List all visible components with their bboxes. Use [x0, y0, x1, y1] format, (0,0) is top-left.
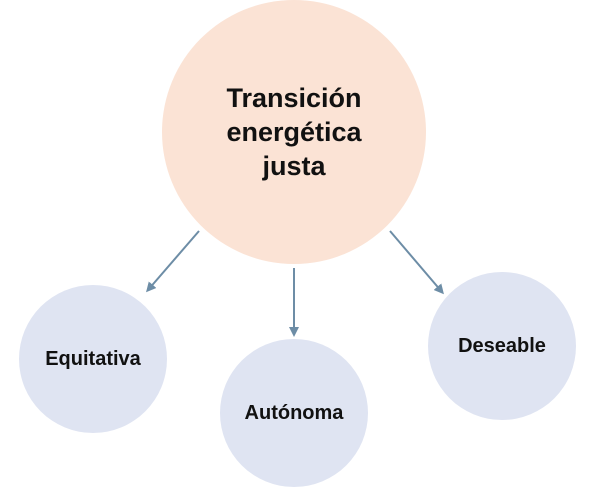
arrow-to-equitativa [146, 230, 200, 293]
child-label-deseable: Deseable [458, 334, 546, 357]
child-node-deseable: Deseable [428, 272, 576, 420]
root-label: Transición energética justa [226, 83, 362, 181]
root-node: Transición energética justa [162, 0, 426, 264]
arrow-to-deseable [389, 230, 444, 295]
child-node-autonoma: Autónoma [220, 339, 368, 487]
child-label-autonoma: Autónoma [244, 401, 344, 424]
child-node-equitativa: Equitativa [19, 285, 167, 433]
child-label-equitativa: Equitativa [45, 347, 141, 370]
